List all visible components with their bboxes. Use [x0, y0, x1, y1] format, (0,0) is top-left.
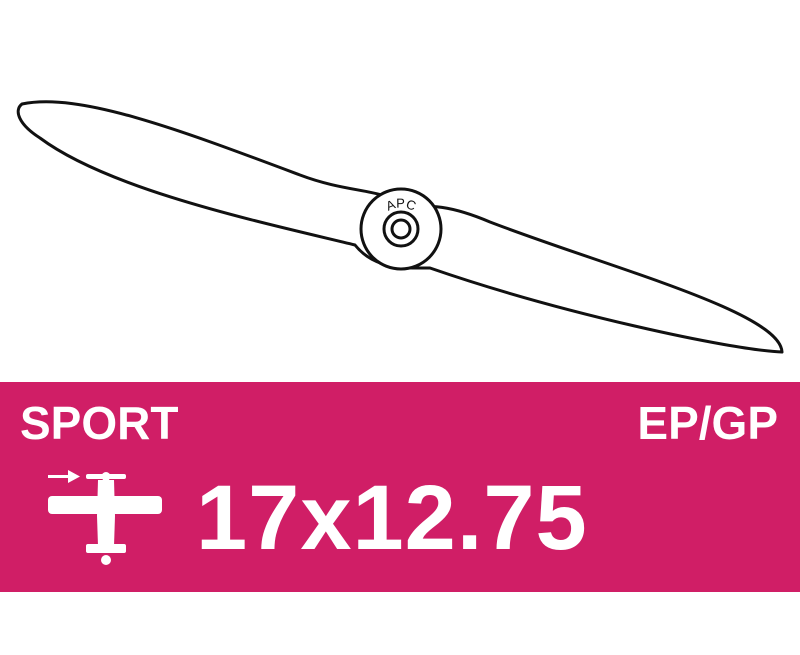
propeller-illustration: APC: [16, 100, 784, 354]
product-banner: [0, 382, 800, 592]
engine-type-label: EP/GP: [637, 397, 778, 449]
brand-mark: APC: [384, 196, 418, 214]
airplane-direction-icon: [44, 466, 166, 568]
propeller-outline-icon: APC: [16, 100, 784, 354]
category-label: SPORT: [20, 397, 179, 449]
propeller-size: 17x12.75: [196, 467, 588, 569]
